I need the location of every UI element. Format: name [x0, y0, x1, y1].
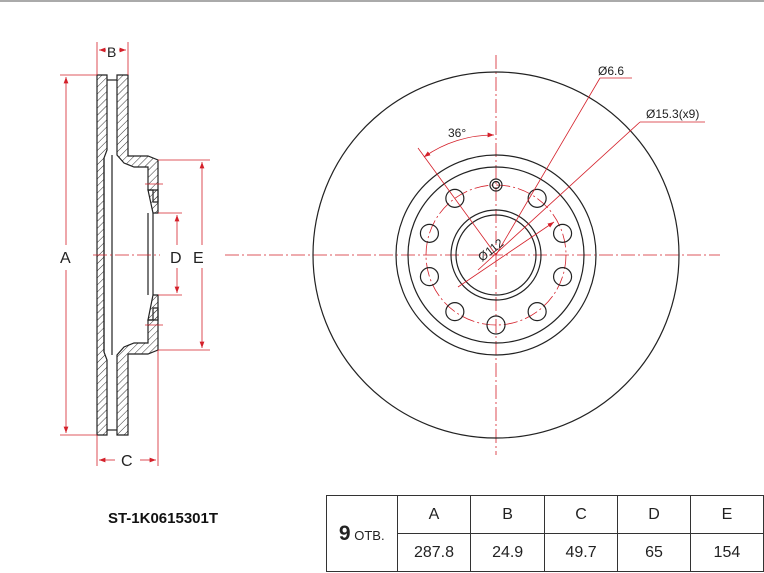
dim-label-a: A	[60, 250, 71, 267]
side-dimensions	[60, 42, 210, 466]
header-a: A	[396, 495, 472, 534]
bolt-hole	[552, 223, 573, 243]
hole-count: 9	[338, 521, 351, 545]
header-b: B	[470, 495, 545, 534]
dim-label-c: C	[121, 453, 133, 470]
dim-label-d: D	[170, 250, 182, 267]
bolt-hole	[445, 302, 465, 322]
value-c: 49.7	[543, 533, 619, 572]
header-d: D	[617, 495, 691, 534]
bolt-hole	[419, 223, 440, 243]
dimensions-table: 9 ОТВ. A B C D E 287.8 24.9 49.7 65 154	[326, 495, 764, 572]
hole-count-cell: 9 ОТВ.	[326, 495, 398, 572]
bolt-hole	[486, 315, 506, 335]
bolt-hole	[527, 302, 547, 322]
dim-label-e: E	[193, 250, 204, 267]
header-e: E	[689, 495, 764, 534]
bolt-hole	[552, 267, 573, 287]
bolt-hole	[445, 188, 465, 208]
value-d: 65	[617, 533, 691, 572]
front-view	[225, 55, 720, 455]
part-number: ST-1K0615301T	[107, 510, 219, 527]
small-hole-label: Ø6.6	[598, 64, 624, 78]
hole-suffix: ОТВ.	[354, 527, 385, 543]
dim-label-b: B	[107, 44, 116, 60]
bolt-hole	[419, 267, 440, 287]
value-b: 24.9	[470, 533, 545, 572]
header-c: C	[543, 495, 619, 534]
small-hole	[491, 180, 501, 190]
value-a: 287.8	[396, 533, 472, 572]
value-e: 154	[689, 533, 764, 572]
bolt-hole-label: Ø15.3(x9)	[646, 107, 699, 121]
bolt-hole	[527, 188, 547, 208]
angle-label: 36°	[448, 126, 466, 140]
pcd-label: Ø112	[475, 236, 506, 265]
small-hole	[489, 178, 503, 192]
